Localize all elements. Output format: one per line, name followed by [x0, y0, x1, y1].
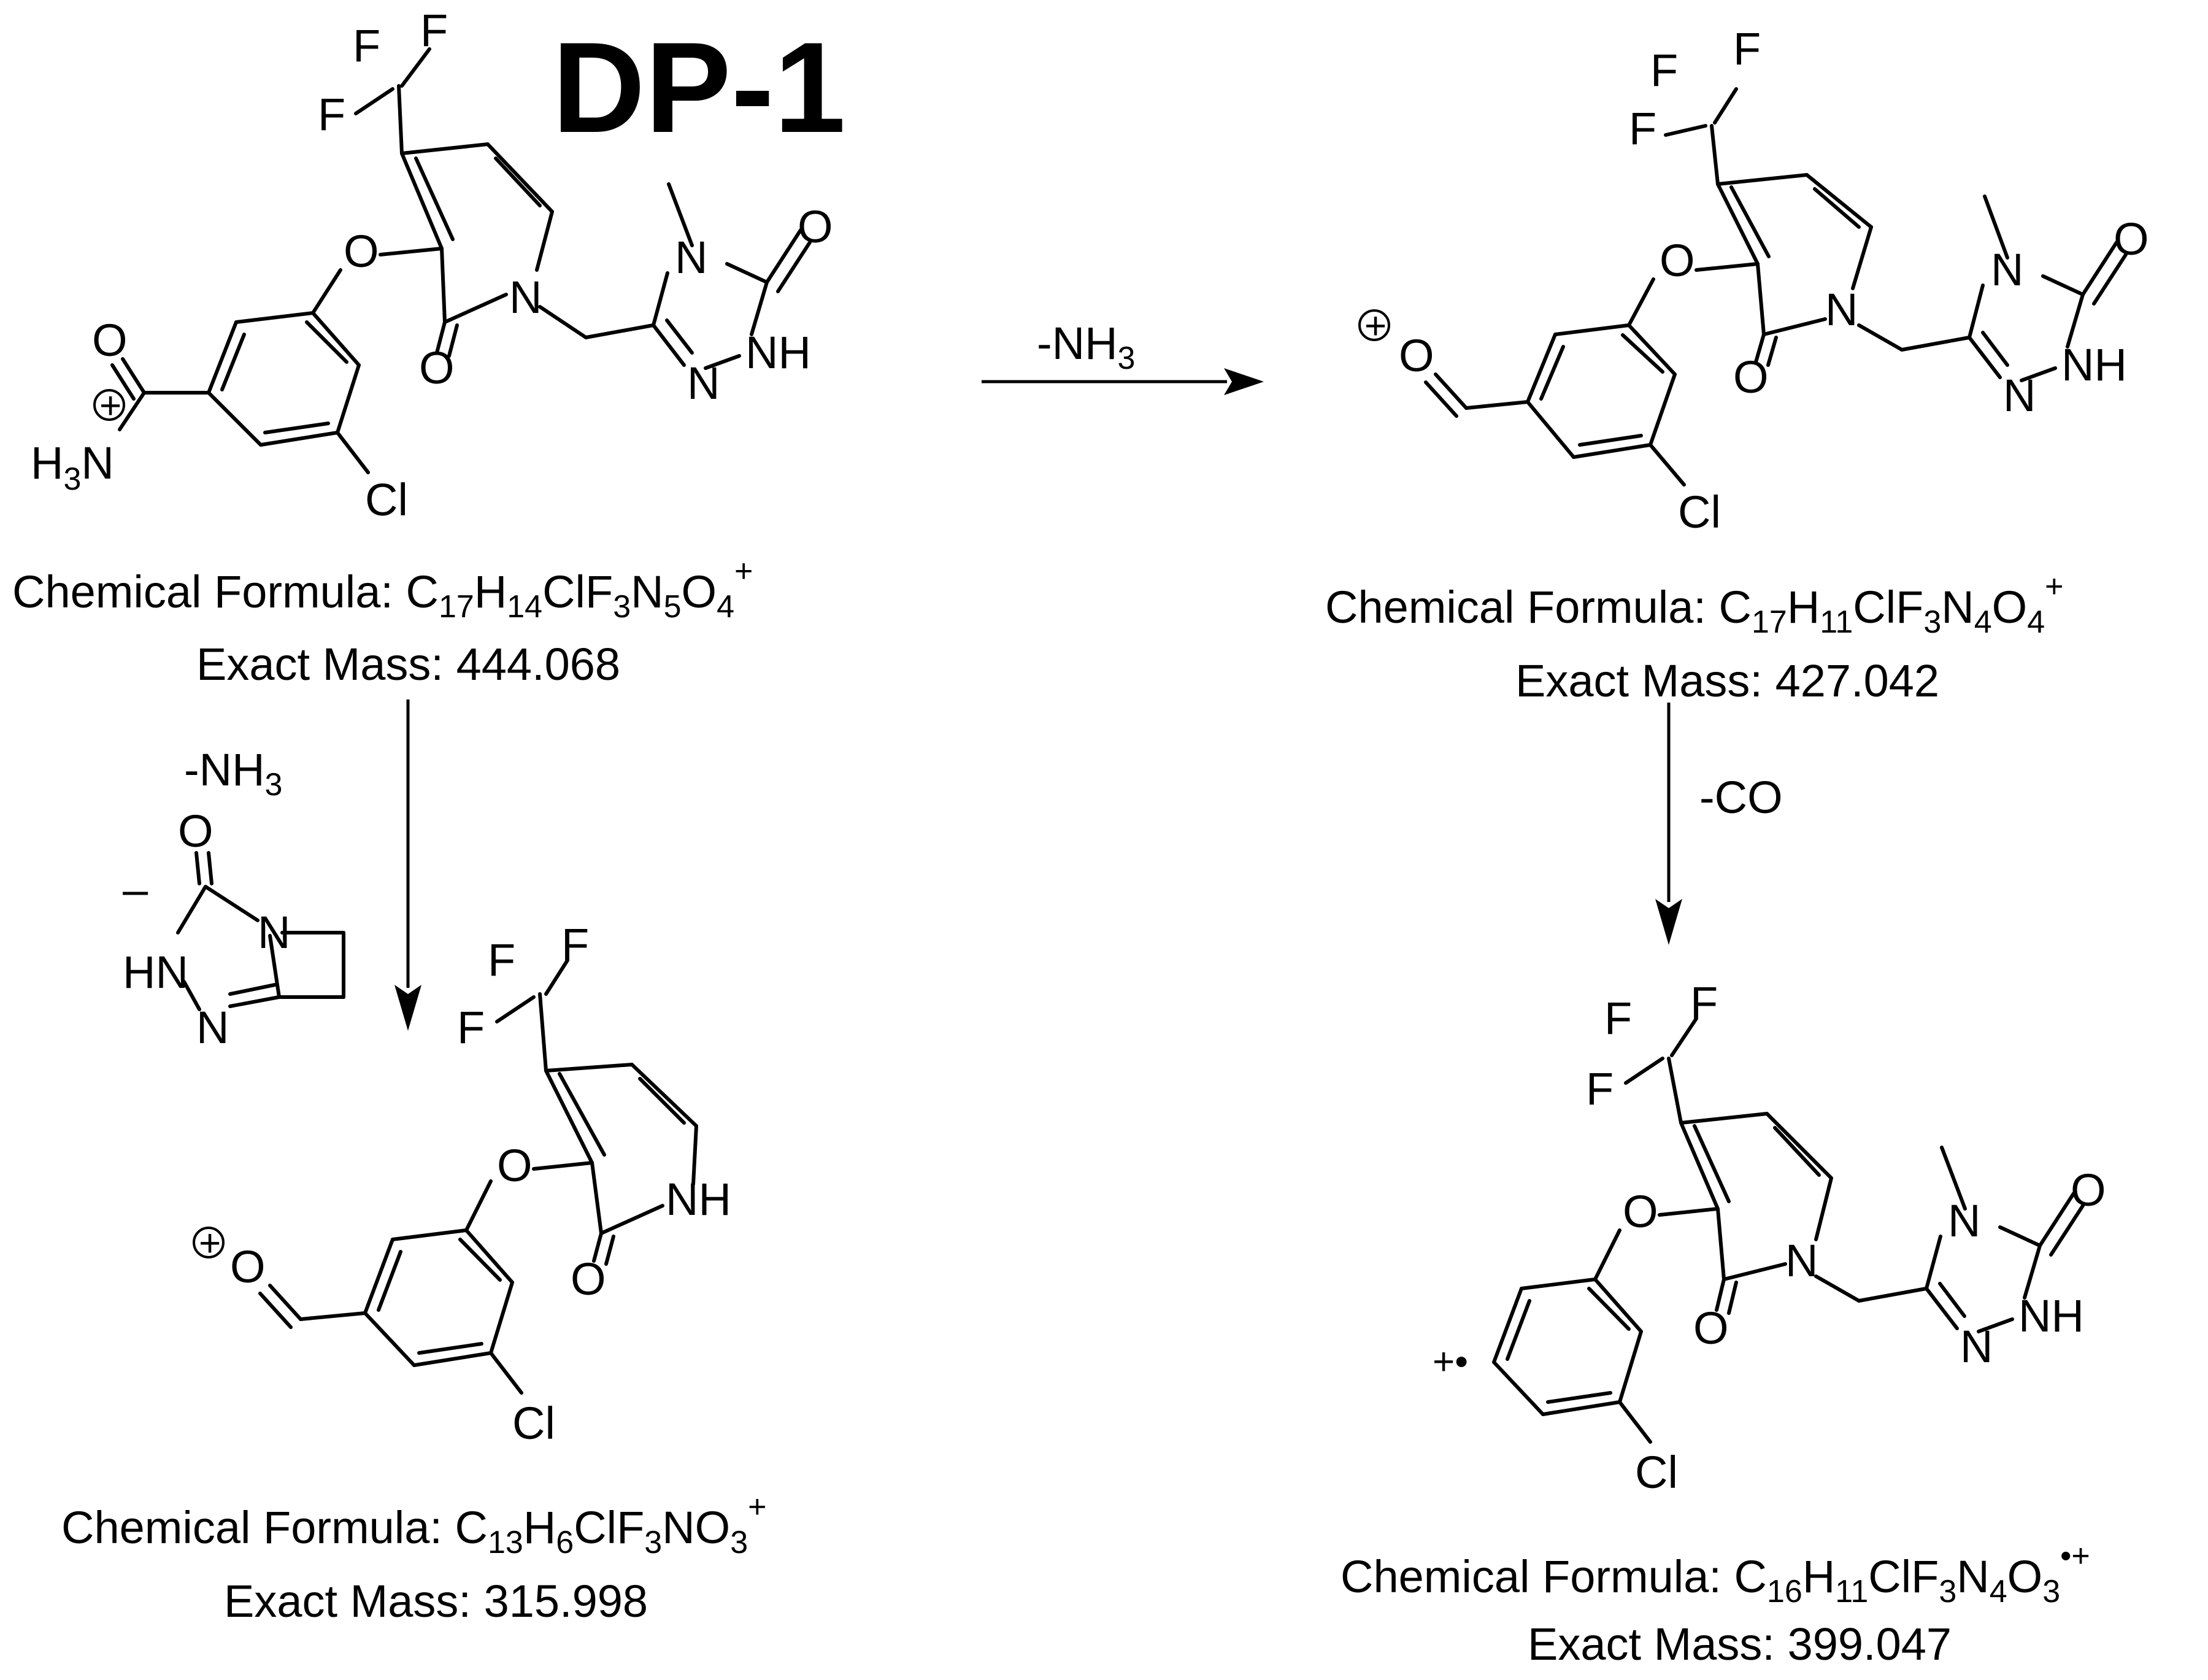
- svg-text:O: O: [571, 1254, 606, 1304]
- mass-acylium-ion: Exact Mass: 427.042: [1515, 655, 1939, 706]
- svg-text:N: N: [687, 358, 720, 409]
- formula-pyridone-acylium: Chemical Formula: C13H6ClF3NO3+: [61, 1489, 767, 1560]
- svg-text:N: N: [1960, 1321, 1993, 1372]
- svg-text:O: O: [2071, 1165, 2106, 1216]
- svg-text:O: O: [798, 201, 833, 252]
- svg-text:O: O: [344, 226, 379, 277]
- mass-radical-cation: Exact Mass: 399.047: [1528, 1619, 1952, 1670]
- svg-text:F: F: [488, 934, 515, 985]
- arrow-loss-nh3-down: [394, 699, 421, 1031]
- svg-text:+: +: [99, 385, 121, 427]
- formula-acylium-ion: Chemical Formula: C17H11ClF3N4O4+: [1325, 569, 2064, 640]
- svg-text:O: O: [1399, 330, 1434, 381]
- scheme-title: DP-1: [552, 15, 845, 160]
- svg-text:H3N: H3N: [31, 437, 114, 497]
- mass-parent-ion: Exact Mass: 444.068: [196, 639, 620, 690]
- svg-text:N: N: [1948, 1195, 1980, 1246]
- svg-text:F: F: [1629, 103, 1656, 154]
- svg-text:NH: NH: [2061, 339, 2127, 390]
- svg-text:Cl: Cl: [1635, 1447, 1678, 1498]
- formula-parent-ion: Chemical Formula: C17H14ClF3N5O4+: [12, 553, 753, 625]
- svg-text:N: N: [196, 1002, 229, 1053]
- svg-text:F: F: [420, 5, 448, 56]
- svg-text:F: F: [457, 1002, 485, 1053]
- arrow-loss-co: [1655, 703, 1682, 945]
- atom-labels-pyridone-acylium: F F F NH O O O + Cl: [193, 919, 731, 1449]
- svg-text:NH: NH: [666, 1174, 731, 1225]
- svg-text:NH: NH: [745, 327, 811, 378]
- svg-text:O: O: [497, 1140, 533, 1191]
- svg-text:N: N: [509, 272, 542, 323]
- svg-text:N: N: [1785, 1235, 1818, 1286]
- structure-parent-ion: [110, 47, 812, 474]
- svg-text:F: F: [318, 89, 345, 140]
- svg-text:O: O: [2114, 214, 2149, 264]
- atom-labels-radical-cation: F F F N O O +• Cl N N NH O: [1433, 977, 2106, 1498]
- svg-text:N: N: [1825, 284, 1858, 335]
- formula-radical-cation: Chemical Formula: C16H11ClF3N4O3•+: [1341, 1538, 2090, 1609]
- svg-text:F: F: [353, 20, 380, 71]
- structure-neutral-loss: [176, 851, 345, 1011]
- svg-text:N: N: [2003, 370, 2036, 421]
- arrow-label-nh3-down: -NH3: [184, 744, 282, 803]
- svg-text:N: N: [258, 907, 290, 958]
- structure-acylium-ion: [1424, 87, 2128, 487]
- svg-text:N: N: [675, 232, 707, 283]
- structure-radical-cation: [1492, 1017, 2085, 1444]
- svg-text:O: O: [178, 806, 213, 857]
- svg-text:Cl: Cl: [365, 474, 408, 525]
- svg-text:O: O: [419, 342, 455, 393]
- svg-text:N: N: [1991, 244, 2023, 295]
- svg-text:–: –: [123, 864, 148, 915]
- svg-text:F: F: [1650, 45, 1678, 96]
- structure-pyridone-acylium: [258, 958, 698, 1395]
- svg-text:F: F: [1586, 1063, 1614, 1114]
- svg-text:Cl: Cl: [1678, 487, 1721, 538]
- svg-text:F: F: [1690, 977, 1718, 1028]
- atom-labels-neutral-loss: O – N HN N: [123, 806, 290, 1053]
- svg-text:+•: +•: [1433, 1341, 1468, 1383]
- svg-text:+: +: [1364, 305, 1387, 347]
- svg-text:O: O: [1623, 1186, 1658, 1237]
- svg-text:O: O: [1733, 352, 1769, 403]
- svg-text:F: F: [1604, 993, 1632, 1044]
- arrow-label-co: -CO: [1699, 772, 1783, 823]
- mass-pyridone-acylium: Exact Mass: 315.998: [224, 1576, 648, 1627]
- svg-text:F: F: [1733, 23, 1761, 74]
- svg-text:NH: NH: [2018, 1290, 2084, 1341]
- atom-labels-parent-ion: F F F N O O O H3N + Cl N N NH O: [31, 5, 833, 525]
- svg-text:O: O: [1660, 235, 1695, 286]
- svg-text:+: +: [199, 1222, 221, 1265]
- svg-text:O: O: [92, 315, 128, 366]
- svg-text:O: O: [1693, 1303, 1729, 1354]
- atom-labels-acylium-ion: F F F N O O O + Cl N N NH O: [1358, 23, 2149, 538]
- svg-text:O: O: [230, 1241, 266, 1292]
- svg-text:Cl: Cl: [512, 1398, 555, 1449]
- svg-text:HN: HN: [123, 947, 188, 998]
- svg-text:F: F: [561, 919, 589, 970]
- arrow-label-nh3-right: -NH3: [1037, 318, 1135, 376]
- arrow-loss-nh3-right: [982, 368, 1264, 395]
